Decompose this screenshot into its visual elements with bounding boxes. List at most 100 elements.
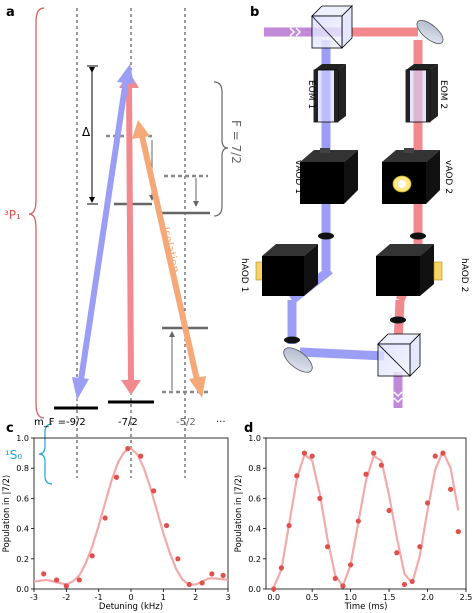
data-point: [455, 529, 461, 535]
data-point: [102, 515, 108, 521]
red-beam-line: [126, 85, 134, 383]
blue-beam-bottom: [299, 347, 385, 361]
panel-d-label: d: [244, 421, 253, 436]
data-point: [76, 577, 82, 583]
data-point: [54, 577, 60, 583]
x-tick-label: 1.0: [344, 593, 357, 602]
plot-frame: [265, 437, 467, 590]
data-point: [378, 462, 384, 468]
x-tick-label: -2: [62, 593, 70, 602]
data-point: [448, 486, 454, 492]
data-point: [355, 518, 361, 524]
mirror-bottom-left: [283, 347, 313, 373]
data-point: [41, 571, 47, 577]
data-point: [89, 553, 95, 559]
data-point: [125, 445, 131, 452]
p-state-brace: [28, 7, 45, 419]
x-tick-label: 0: [128, 593, 133, 602]
x-tick-label: 0.0: [267, 593, 280, 602]
panel-a: a ³P₁ ¹S₀ F = 7/2 Δ: [4, 5, 243, 485]
data-point: [409, 578, 415, 585]
panel-c-label: c: [6, 421, 14, 436]
y-tick-label: 0.8: [16, 464, 29, 473]
mf-label-m7: -7/2: [118, 417, 138, 428]
data-point: [348, 562, 354, 568]
vaod-1: [300, 148, 358, 204]
y-tick-label: 0.0: [248, 585, 261, 594]
mf-label-m9: -9/2: [66, 417, 86, 428]
data-point: [220, 572, 226, 579]
data-point: [113, 474, 120, 480]
bottom-beam-splitter: [377, 333, 421, 377]
data-point: [151, 488, 157, 494]
haod-1-label: hAOD 1: [239, 258, 249, 292]
y-axis-label: Population in |7/2⟩: [2, 475, 12, 553]
y-tick-label: 0.6: [248, 494, 261, 503]
vaod-2-label: vAOD 2: [443, 160, 453, 194]
blue-beam-head-down: [72, 377, 89, 400]
data-point: [324, 544, 331, 550]
isolation-label: Isolation: [159, 226, 182, 274]
p-state-label: ³P₁: [4, 208, 21, 222]
mf-prefix: m_F =: [34, 417, 66, 428]
data-point: [199, 580, 205, 586]
orange-beam-line: [139, 135, 200, 381]
data-point: [63, 583, 69, 589]
iris-left-2: [284, 336, 300, 344]
data-point: [317, 495, 323, 501]
data-point: [417, 544, 423, 550]
y-axis-label: Population in |7/2⟩: [234, 475, 244, 553]
data-point: [401, 581, 408, 588]
f-label: F = 7/2: [229, 120, 243, 164]
data-point: [432, 453, 438, 459]
iris-right-2: [390, 316, 406, 324]
y-tick-label: 0.4: [16, 525, 29, 534]
blue-beam-head-up: [117, 64, 134, 84]
y-tick-label: 0.0: [16, 585, 29, 594]
iris-right-1: [410, 232, 426, 240]
x-axis-label: Time (ms): [344, 602, 388, 612]
iris-left-1: [318, 232, 334, 240]
eom-2-label: EOM 2: [438, 80, 448, 109]
delta-label: Δ: [82, 125, 91, 139]
fit-curve: [33, 447, 229, 586]
x-tick-label: 3: [225, 593, 230, 602]
x-tick-label: 2.5: [460, 593, 473, 602]
data-point: [278, 565, 284, 571]
data-point: [363, 471, 369, 477]
data-point: [286, 522, 292, 529]
data-point: [186, 581, 192, 588]
y-tick-label: 0.2: [248, 555, 261, 564]
output-beam-chevrons: [393, 391, 403, 404]
x-tick-label: 0.5: [306, 593, 319, 602]
data-point: [340, 583, 346, 589]
y-tick-label: 0.8: [248, 464, 261, 473]
x-tick-label: 1: [161, 593, 166, 602]
x-tick-label: 2: [193, 593, 198, 602]
x-tick-label: -3: [30, 593, 38, 602]
data-point: [271, 586, 277, 592]
orange-beam-head-down: [189, 376, 206, 398]
red-beam-head-down: [121, 380, 141, 395]
y-tick-label: 1.0: [248, 434, 261, 443]
blue-beam-line: [78, 79, 129, 381]
data-point: [294, 473, 300, 479]
mf-label-m5: -5/2: [176, 417, 196, 428]
data-point: [394, 550, 400, 556]
panel-b-label: b: [250, 5, 259, 20]
data-point: [309, 453, 315, 459]
s-state-label: ¹S₀: [5, 448, 22, 462]
eom-1: [313, 64, 346, 123]
haod-2: [376, 244, 443, 296]
y-tick-label: 0.4: [248, 525, 261, 534]
x-tick-label: 2.0: [421, 593, 434, 602]
f-brace: [213, 81, 229, 217]
y-tick-label: 0.6: [16, 494, 29, 503]
vaod-1-label: vAOD 1: [293, 160, 303, 194]
data-point: [332, 575, 338, 582]
x-axis-label: Detuning (kHz): [99, 602, 163, 612]
